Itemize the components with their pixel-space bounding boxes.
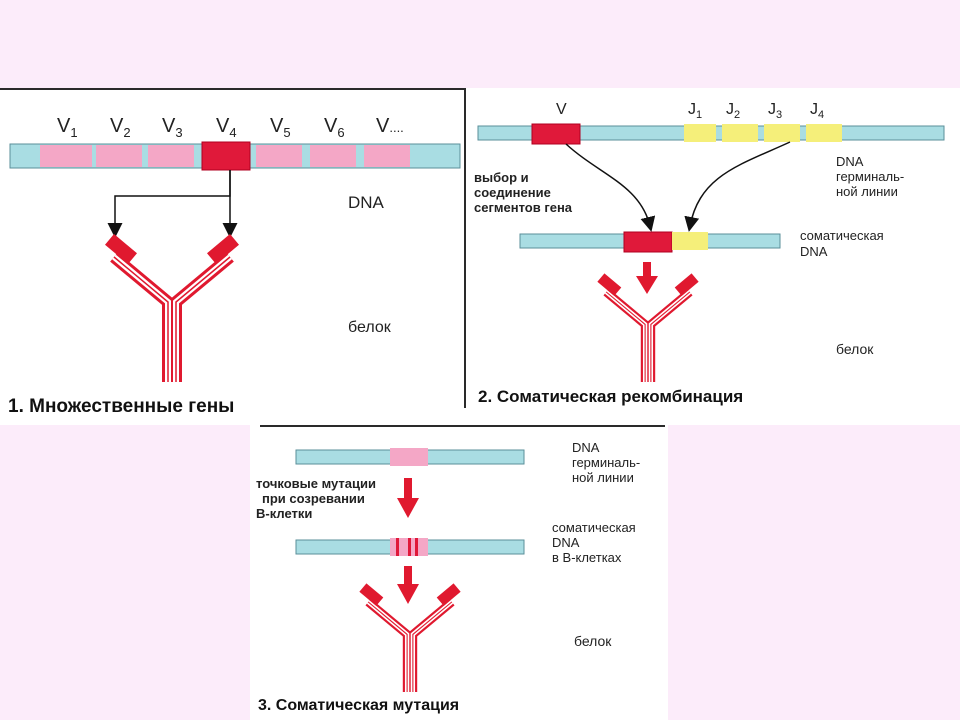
panel3-top-divider: [260, 425, 665, 427]
svg-text:J1: J1: [688, 101, 702, 121]
background-left-bottom: [0, 425, 250, 720]
j2-segment: [722, 124, 758, 142]
svg-text:сегментов гена: сегментов гена: [474, 200, 573, 215]
panel2-v-label: V: [556, 101, 567, 118]
svg-text:DNA: DNA: [800, 244, 828, 259]
j4-segment: [806, 124, 842, 142]
panel2-selection-label: выбор и соединение сегментов гена: [474, 170, 573, 215]
svg-text:J4: J4: [810, 101, 824, 121]
panel2-arrows: [565, 141, 791, 232]
svg-text:при созревании: при созревании: [262, 491, 365, 506]
panel3-somatic-label: соматическая DNA в В-клетках: [552, 520, 636, 565]
svg-text:точковые мутации: точковые мутации: [256, 476, 376, 491]
svg-text:DNA: DNA: [836, 154, 864, 169]
panel1-protein-label: белок: [348, 319, 392, 336]
vn-segment: [364, 145, 410, 167]
point-mutation-2: [408, 538, 411, 556]
v1-segment: [40, 145, 92, 167]
svg-text:V2: V2: [110, 115, 131, 140]
svg-text:соматическая: соматическая: [800, 228, 884, 243]
svg-text:ной линии: ной линии: [836, 184, 898, 199]
panel3-antibody: [359, 583, 461, 692]
panel-somatic-mutation: [250, 425, 668, 720]
panel2-down-arrow: [636, 262, 658, 294]
panel3-germline-segment: [390, 448, 428, 466]
point-mutation-3: [415, 538, 418, 556]
svg-text:DNA: DNA: [572, 440, 600, 455]
svg-text:соматическая: соматическая: [552, 520, 636, 535]
panel1-dna-label: DNA: [348, 193, 385, 212]
svg-text:V1: V1: [57, 115, 78, 140]
background-right-bottom: [668, 425, 960, 720]
somatic-v-segment: [623, 231, 673, 253]
panel3-somatic-strand: [295, 538, 525, 556]
svg-text:DNA: DNA: [552, 535, 580, 550]
svg-text:V....: V....: [376, 115, 404, 137]
svg-text:ной линии: ной линии: [572, 470, 634, 485]
top-divider: [0, 88, 465, 90]
panel2-caption: 2. Соматическая рекомбинация: [478, 387, 743, 406]
panel2-germline-label: DNA герминаль- ной линии: [836, 154, 904, 199]
v2-segment: [96, 145, 142, 167]
panel3-mutation-label: точковые мутации при созревании В-клетки: [256, 476, 376, 521]
svg-text:в В-клетках: в В-клетках: [552, 550, 622, 565]
svg-text:соединение: соединение: [474, 185, 551, 200]
svg-text:V5: V5: [270, 115, 291, 140]
svg-text:выбор и: выбор и: [474, 170, 529, 185]
middle-divider: [464, 88, 466, 408]
svg-text:В-клетки: В-клетки: [256, 506, 312, 521]
panel3-germline-label: DNA герминаль- ной линии: [572, 440, 640, 485]
panel2-protein-label: белок: [836, 341, 874, 357]
panel2-somatic-label: соматическая DNA: [800, 228, 884, 259]
panel1-dna-strand: [9, 141, 461, 171]
panel2-j-labels: J1 J2 J3 J4: [688, 101, 824, 121]
panel1-caption: 1. Множественные гены: [8, 396, 234, 417]
panel1-v-labels: V1 V2 V3 V4 V5 V6 V....: [57, 115, 404, 140]
background-top: [0, 0, 960, 88]
svg-text:V3: V3: [162, 115, 183, 140]
panel1-antibody: [105, 233, 239, 382]
svg-text:герминаль-: герминаль-: [572, 455, 640, 470]
v4-segment-selected: [201, 141, 251, 171]
somatic-j-segment: [672, 232, 708, 250]
svg-text:J3: J3: [768, 101, 782, 121]
j1-segment: [684, 124, 716, 142]
panel2-antibody: [597, 273, 699, 382]
v5-segment: [256, 145, 302, 167]
panel3-down-arrow-2: [397, 566, 419, 604]
panel3-caption: 3. Соматическая мутация: [258, 697, 459, 714]
panel3-germline-strand: [295, 448, 525, 466]
panel1-arrows: [107, 170, 238, 238]
svg-text:V4: V4: [216, 115, 237, 140]
panel3-down-arrow-1: [397, 478, 419, 518]
panel3-protein-label: белок: [574, 633, 612, 649]
v6-segment: [310, 145, 356, 167]
svg-text:V6: V6: [324, 115, 345, 140]
panel2-germline-strand: [477, 123, 945, 145]
svg-text:J2: J2: [726, 101, 740, 121]
point-mutation-1: [396, 538, 399, 556]
j3-segment: [764, 124, 800, 142]
v3-segment: [148, 145, 194, 167]
panel2-v-segment: [531, 123, 581, 145]
panel2-somatic-strand: [519, 231, 781, 253]
svg-text:герминаль-: герминаль-: [836, 169, 904, 184]
